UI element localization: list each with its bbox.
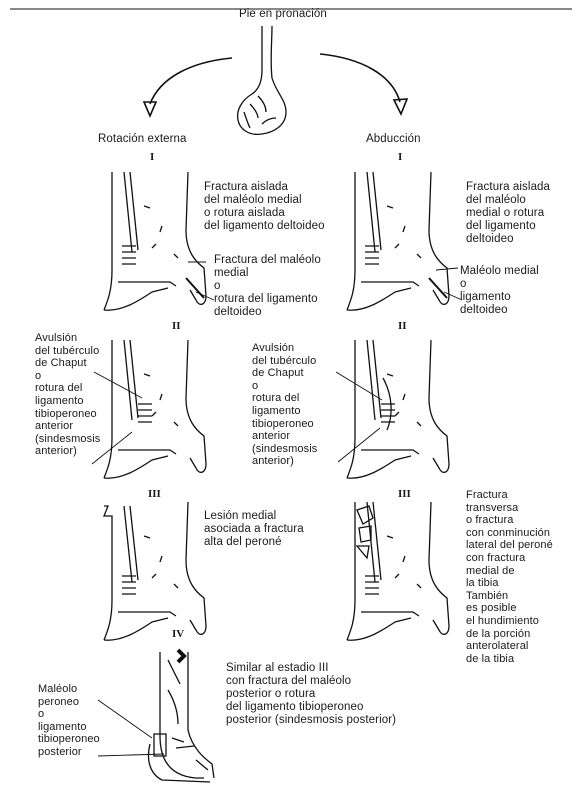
label-re1-fractura-aislada: Fractura aislada del maléolo medial o ro… xyxy=(204,181,325,233)
stage-label-re3: III xyxy=(148,488,161,500)
stage-label-ab2: II xyxy=(398,320,407,332)
label-ab1-maleolo-medial: Maléolo medial o ligamento deltoideo xyxy=(460,265,539,317)
stage-label-ab1: I xyxy=(398,151,402,163)
column-header-rotacion: Rotación externa xyxy=(98,133,187,146)
ankle-re3 xyxy=(104,502,206,640)
stage-label-re4: IV xyxy=(172,628,184,640)
ankle-ab3 xyxy=(347,502,449,640)
arrow-right xyxy=(320,54,407,114)
ankle-re1 xyxy=(104,172,206,310)
ankle-ab2 xyxy=(347,340,449,478)
label-ab2-avulsion-chaput: Avulsión del tubérculo de Chaput o rotur… xyxy=(252,342,317,468)
label-re3-lesion-medial: Lesión medial asociada a fractura alta d… xyxy=(204,510,304,549)
ankle-re4 xyxy=(149,650,215,782)
label-re1-maleolo-medial: Fractura del maléolo medial o rotura del… xyxy=(214,254,321,319)
stage-label-re2: II xyxy=(172,320,181,332)
arrow-left xyxy=(144,58,232,116)
label-ab1-fractura-aislada: Fractura aislada del maléolo medial o ro… xyxy=(466,181,550,246)
column-header-abduccion: Abducción xyxy=(366,133,421,146)
label-re2-avulsion-chaput: Avulsión del tubérculo de Chaput o rotur… xyxy=(35,332,100,458)
stage-label-ab3: III xyxy=(398,488,411,500)
label-re4-similar-estadio-iii: Similar al estadio III con fractura del … xyxy=(226,662,396,727)
page-title: Pie en pronación xyxy=(239,8,327,21)
ankle-re2 xyxy=(104,340,206,478)
ankle-ab1 xyxy=(347,172,449,310)
label-ab3-fractura-transversa: Fractura transversa o fractura con conmi… xyxy=(466,489,553,665)
foot-sketch xyxy=(238,26,286,134)
label-re4-maleolo-peroneo: Maléolo peroneo o ligamento tibioperoneo… xyxy=(38,683,100,759)
stage-label-re1: I xyxy=(150,151,154,163)
